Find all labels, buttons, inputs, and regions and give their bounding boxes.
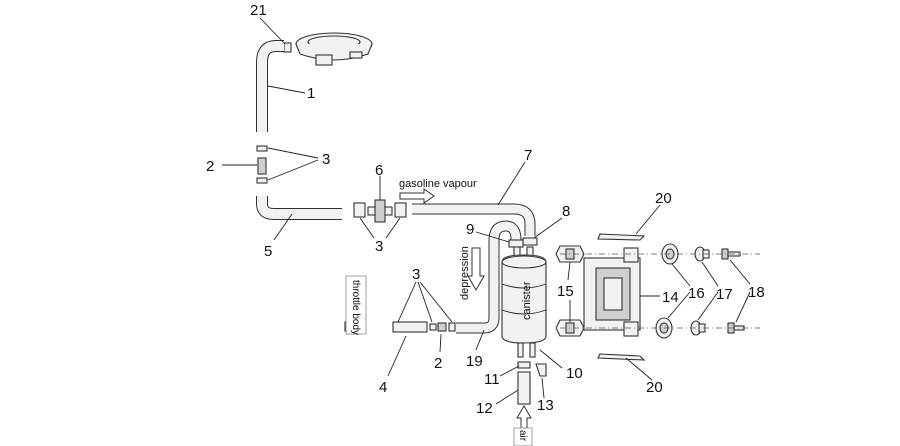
part-21-clip bbox=[283, 42, 292, 53]
callout-3-top: 3 bbox=[322, 151, 330, 168]
leader-lines bbox=[222, 17, 751, 405]
callout-14: 14 bbox=[662, 289, 679, 306]
part-12-hose bbox=[517, 371, 531, 405]
label-canister: canister bbox=[521, 281, 533, 320]
gasoline-vapour-arrow-icon bbox=[399, 188, 435, 204]
callout-9: 9 bbox=[466, 221, 474, 238]
callout-8: 8 bbox=[562, 203, 570, 220]
label-gasoline-vapour: gasoline vapour bbox=[399, 178, 477, 190]
callout-12: 12 bbox=[476, 400, 493, 417]
part-3-clip-left bbox=[353, 202, 366, 218]
callout-21: 21 bbox=[250, 2, 267, 19]
callout-2-lower: 2 bbox=[434, 355, 442, 372]
part-16-mount-bottom bbox=[655, 317, 673, 339]
part-14-bracket bbox=[583, 247, 641, 337]
part-6-valve bbox=[367, 199, 393, 223]
part-21-vent-cap bbox=[295, 32, 373, 66]
depression-arrow-icon bbox=[467, 247, 485, 292]
part-3-clip-top bbox=[256, 145, 268, 152]
part-4-hose bbox=[392, 321, 428, 333]
callout-5: 5 bbox=[264, 243, 272, 260]
label-air: air bbox=[517, 430, 528, 442]
part-5-hose bbox=[257, 196, 342, 219]
part-2-connector-top bbox=[257, 157, 267, 175]
callout-20-bottom: 20 bbox=[646, 379, 663, 396]
air-arrow-icon bbox=[516, 405, 532, 429]
callout-10: 10 bbox=[566, 365, 583, 382]
part-20-plate-top bbox=[597, 233, 646, 241]
part-19-hose bbox=[456, 221, 521, 333]
callout-2-top: 2 bbox=[206, 158, 214, 175]
canister-body bbox=[501, 246, 547, 358]
part-3-clip-bottom bbox=[256, 177, 268, 184]
callout-16: 16 bbox=[688, 285, 705, 302]
part-3-clip-lower-a bbox=[429, 323, 437, 331]
callout-19: 19 bbox=[466, 353, 483, 370]
label-depression: depression bbox=[459, 246, 471, 300]
label-throttle-body: throttle body bbox=[350, 280, 361, 335]
part-13-bracket bbox=[535, 363, 547, 377]
part-7-hose bbox=[412, 204, 535, 236]
throttle-body-box bbox=[345, 275, 367, 335]
callout-7: 7 bbox=[524, 147, 532, 164]
air-box bbox=[513, 427, 533, 446]
part-3-clip-lower-b bbox=[448, 322, 456, 332]
callout-6: 6 bbox=[375, 162, 383, 179]
part-8-clip bbox=[522, 237, 538, 246]
part-1-hose bbox=[257, 41, 284, 132]
callout-15: 15 bbox=[557, 283, 574, 300]
callout-11: 11 bbox=[484, 371, 500, 388]
callout-18: 18 bbox=[748, 284, 765, 301]
part-20-plate-bottom bbox=[597, 353, 646, 361]
part-3-clip-right bbox=[394, 202, 407, 218]
callout-17: 17 bbox=[716, 286, 733, 303]
part-11-clip bbox=[517, 361, 531, 369]
callout-3-mid: 3 bbox=[375, 238, 383, 255]
callout-20-top: 20 bbox=[655, 190, 672, 207]
part-9-clip bbox=[508, 239, 524, 248]
callout-4: 4 bbox=[379, 379, 387, 396]
callout-1: 1 bbox=[307, 85, 315, 102]
part-2-connector-lower bbox=[437, 322, 447, 332]
callout-3-lower: 3 bbox=[412, 266, 420, 283]
callout-13: 13 bbox=[537, 397, 554, 414]
